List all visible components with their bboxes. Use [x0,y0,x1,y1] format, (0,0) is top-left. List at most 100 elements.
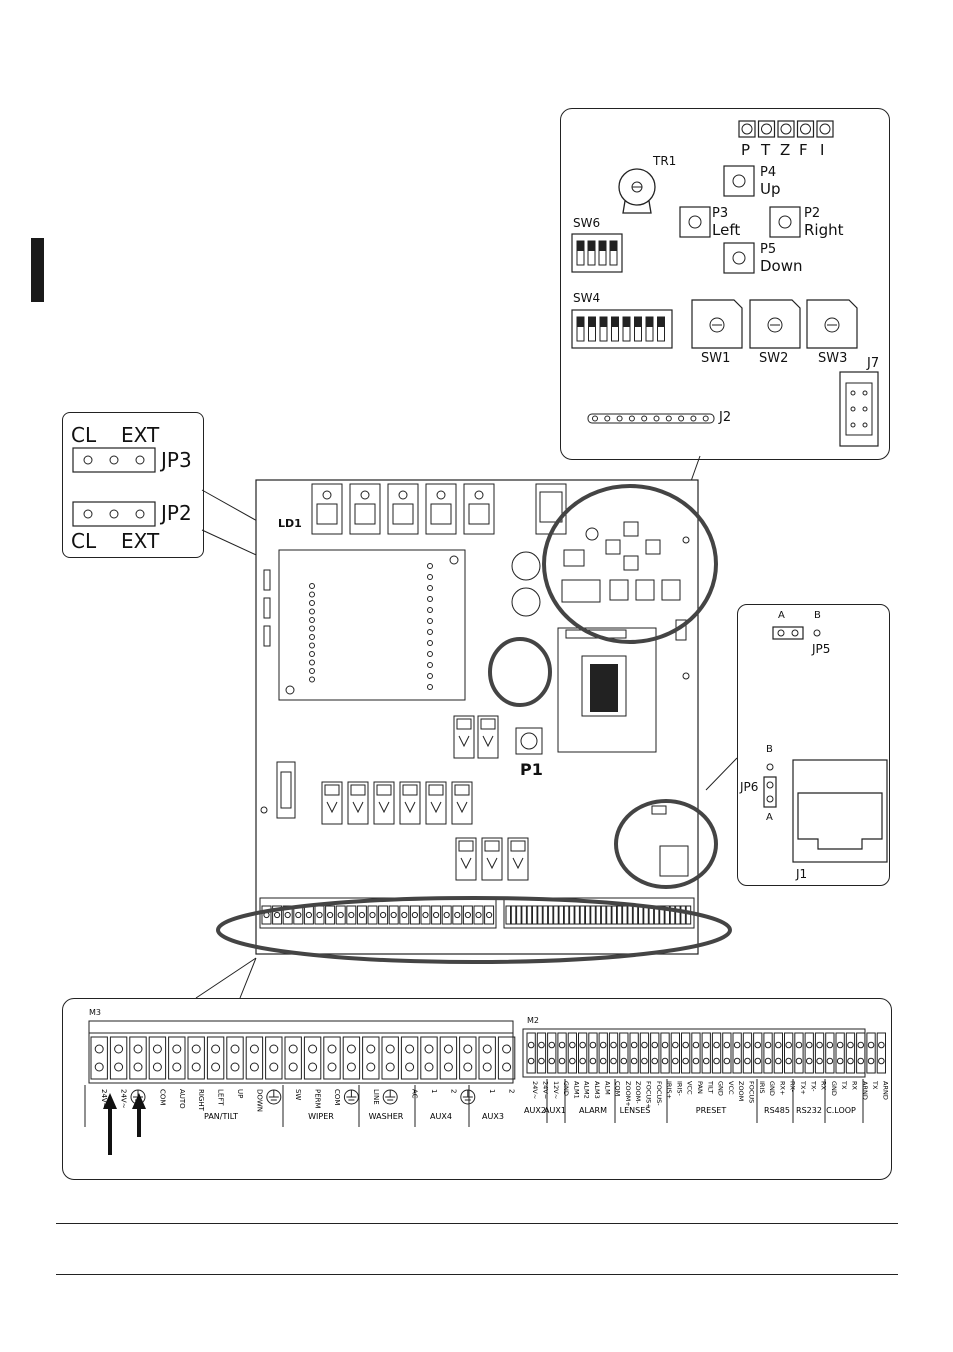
module-pin [309,651,315,657]
m2-group-label: AUX1 [544,1106,566,1115]
p5-sub-label: Down [760,257,803,275]
m2-pin-label: PAN [696,1081,704,1094]
m3-terminal [420,1036,438,1080]
j2-pin [592,415,598,422]
m2-pin-label: VCC [686,1081,694,1095]
module-pin [427,640,433,646]
m2-terminal [856,1032,866,1074]
board-terminal [611,905,617,925]
m2-pin-label: ALM [603,1081,611,1095]
sw2-rotary-switch-icon [749,299,801,349]
board-terminal [388,905,399,925]
m2-terminal [794,1032,804,1074]
m3-pin-label: 1 [430,1089,438,1093]
m2-terminal [619,1032,629,1074]
j2-pin [678,415,685,422]
jp3-jumper-icon [72,447,156,473]
m2-terminal [742,1032,753,1074]
module-pin [309,617,315,623]
board-terminal [261,905,272,925]
board-terminal [685,905,692,925]
board-terminal [420,905,431,925]
m2-pin-label: 24V~ [541,1081,549,1099]
j2-pin [690,415,697,422]
board-terminal [452,905,463,925]
module-pin [309,659,315,666]
sw6-dip-switch-icon [571,233,623,273]
module-pin [427,629,433,635]
board-terminal [346,905,357,925]
j2-pin [702,415,709,422]
board-terminal [680,905,686,925]
led-row-icons [738,120,834,138]
m3-terminal [109,1036,128,1080]
m2-pin-label: ARND [861,1081,869,1100]
m3-strip [88,1020,514,1034]
m2-pin-label: GND [830,1081,838,1096]
m2-pin-label: ZOOM- [634,1081,642,1104]
module-pin [427,596,433,602]
m2-terminal [608,1032,619,1074]
m3-pin-label: 24V~ [100,1089,108,1109]
board-terminal [526,905,533,925]
relay [425,781,447,825]
m3-terminal [400,1036,419,1080]
sw1-label: SW1 [701,351,731,366]
m2-group-label: ALARM [579,1106,607,1115]
relay [481,837,503,881]
m3-terminal [129,1036,147,1080]
board-terminal [616,905,623,925]
sw4-dip-switch-icon [571,309,673,349]
board-terminal [569,905,575,925]
m2-pin-label: TX [840,1080,848,1090]
m2-pin-label: ZOOM+ [624,1081,632,1107]
p3-label: P3 [712,206,729,221]
sw3-label: SW3 [818,351,848,366]
m2-pin-label: VCC [727,1081,735,1095]
m2-terminal [629,1032,639,1074]
board-terminal [585,905,591,925]
m2-pin-label: TX [871,1080,879,1090]
module-pin [427,574,433,580]
board-terminal [356,905,367,925]
m3-terminal [323,1036,341,1080]
board-terminal [664,905,670,925]
p5-button-icon [723,242,755,274]
relay [455,837,477,881]
m3-group-label: WIPER [308,1112,334,1121]
m3-pin-label: DOWN [255,1089,263,1112]
p3-sub-label: Left [712,221,741,239]
m3-terminal [226,1036,244,1080]
board-terminal [542,905,549,925]
led-label-t: T [761,141,771,159]
m3-terminal [265,1036,283,1080]
p4-label: P4 [760,165,777,180]
board-terminal [282,905,293,925]
board-terminal [473,905,484,925]
tr1-trimmer-icon [618,168,656,214]
module-pin [309,583,315,589]
m3-pin-label: 2 [508,1089,516,1093]
board-terminal [516,905,522,925]
m2-terminal [732,1032,742,1074]
board-terminal [659,905,665,925]
m3-pin-label: 2 [449,1089,457,1093]
jp3-ext-label: EXT [121,423,160,447]
m3-terminal [478,1036,496,1080]
led-t-icon [757,120,776,138]
module-pin [309,600,315,606]
m2-group-label: C.LOOP [826,1106,856,1115]
m2-terminal [681,1032,691,1074]
led-label-z: Z [780,141,791,159]
sw4-label: SW4 [573,291,601,305]
m2-group-label: LENSES [620,1106,651,1115]
led-row: P T Z F I [737,119,837,159]
m2-group-label: RS485 [764,1106,790,1115]
module-pin [309,642,315,649]
board-terminal [595,905,602,925]
jp5-label: JP5 [812,642,831,656]
m2-terminal [763,1032,773,1074]
led-label-f: F [799,141,808,159]
